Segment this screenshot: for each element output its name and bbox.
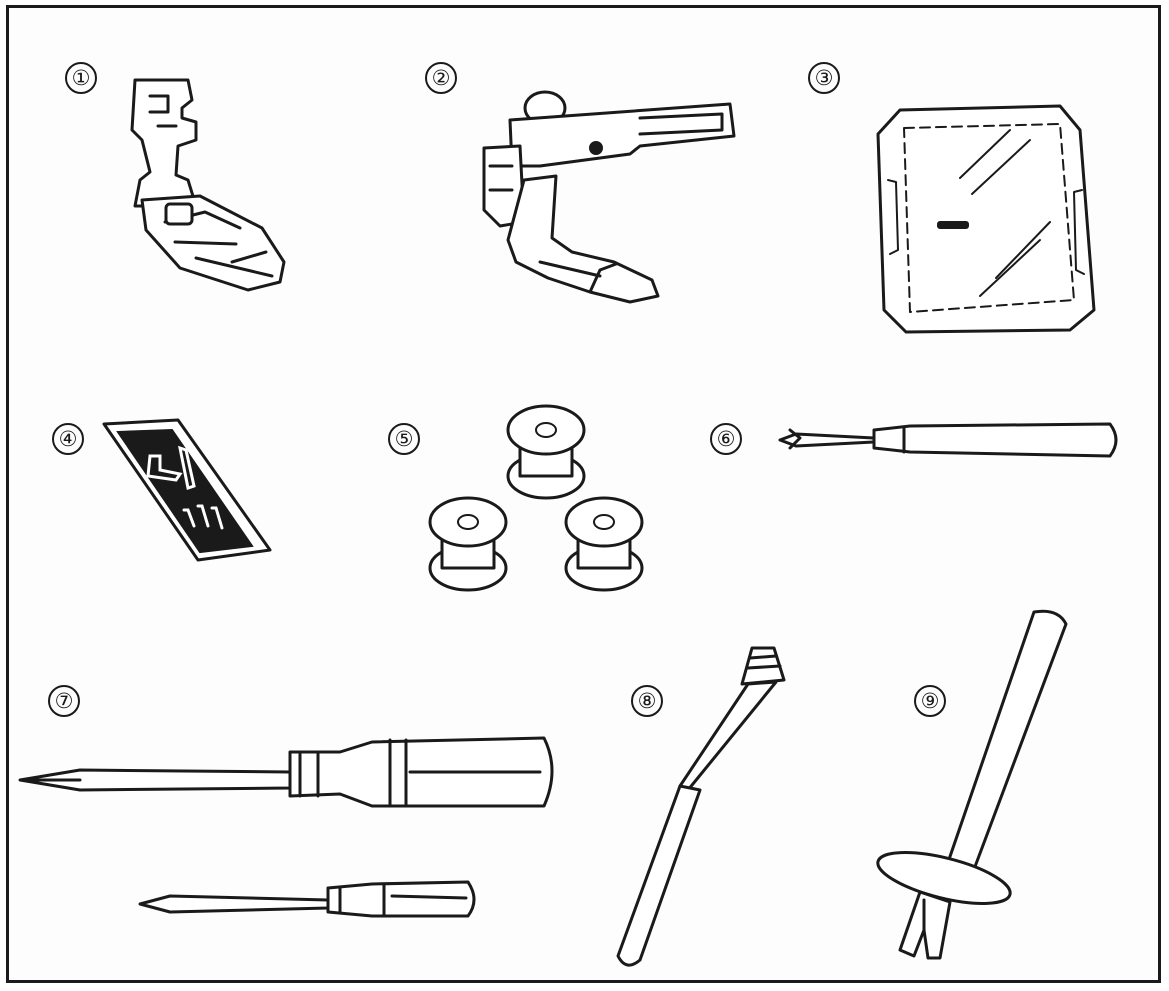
screwdriver-icon (18, 736, 554, 918)
callout-8: ⑧ (631, 685, 663, 717)
callout-7: ⑦ (48, 685, 80, 717)
adjustable-zipper-foot-icon (482, 90, 736, 304)
callout-6: ⑥ (710, 423, 742, 455)
callout-2: ② (425, 62, 457, 94)
spool-pin-icon (876, 609, 1068, 960)
bobbin-icon (428, 404, 644, 592)
lint-brush-icon (616, 646, 786, 967)
callout-5: ⑤ (388, 423, 420, 455)
presser-foot-icon (130, 78, 286, 292)
buttonhole-foot-icon (876, 104, 1096, 334)
seam-ripper-icon (778, 422, 1118, 458)
callout-1: ① (65, 62, 97, 94)
callout-4: ④ (52, 423, 84, 455)
needle-pack-icon (102, 418, 272, 562)
callout-3: ③ (808, 62, 840, 94)
callout-9: ⑨ (914, 685, 946, 717)
